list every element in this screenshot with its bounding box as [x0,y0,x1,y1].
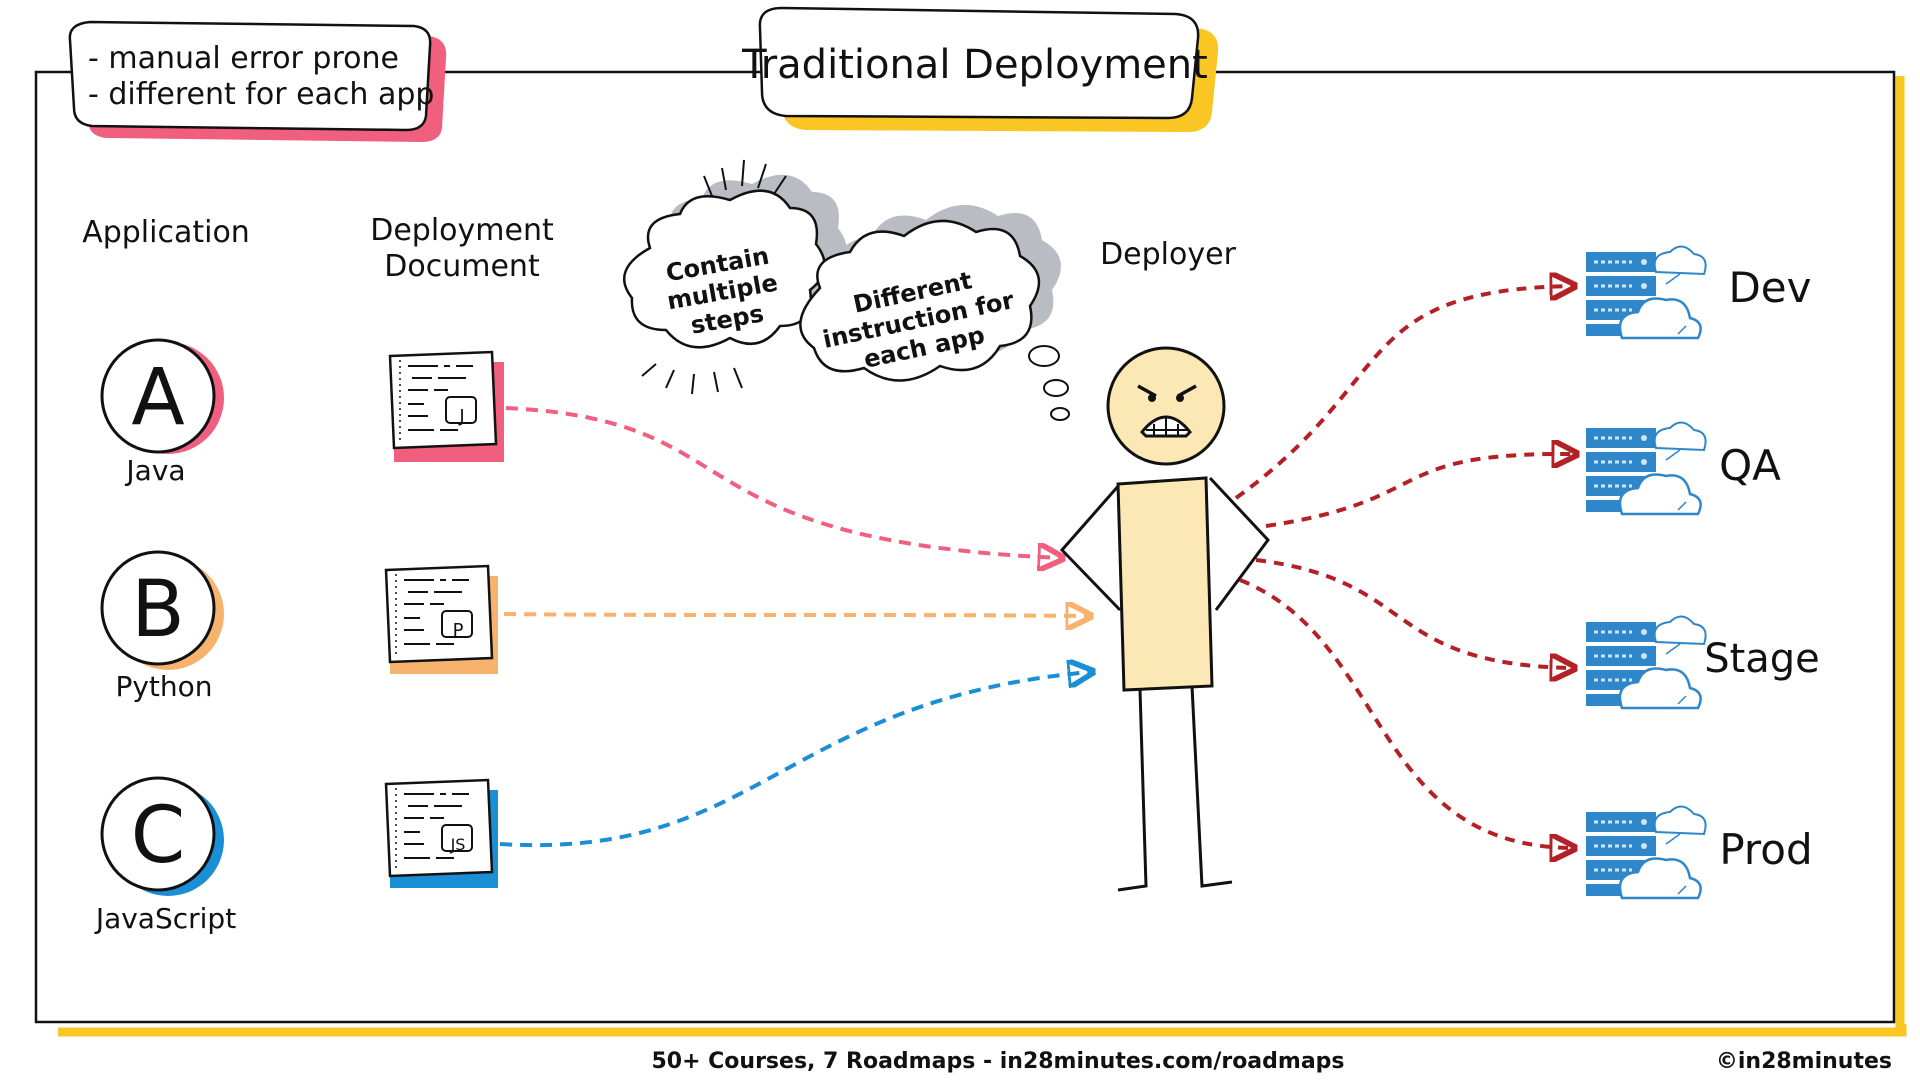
server-icon [1584,804,1708,900]
arrow-to-dev [1234,286,1572,500]
env-dev: Dev [1584,244,1812,340]
doc-javascript: JS [379,778,498,888]
env-stage-label: Stage [1704,636,1820,682]
page-title: Traditional Deployment [741,42,1208,88]
env-prod-label: Prod [1719,825,1812,874]
app-a: A Java [100,338,224,487]
app-c-letter: C [131,791,185,881]
app-b-name: Python [115,670,212,703]
doc-javascript-badge: JS [450,835,466,854]
env-stage: Stage [1584,614,1820,710]
env-qa: QA [1584,420,1781,516]
notes-box: - manual error prone - different for eac… [68,20,447,142]
header-deployment-doc-1: Deployment [370,213,554,248]
app-a-name: Java [124,454,185,487]
arrow-to-prod [1239,578,1572,848]
app-c: C JavaScript [94,776,236,935]
env-qa-label: QA [1719,441,1781,490]
thought-cloud-steps: Contain multiple steps [622,159,847,395]
doc-java: J [383,350,504,462]
title-box: Traditional Deployment [741,6,1219,132]
header-deployer: Deployer [1100,237,1237,272]
header-application: Application [82,215,250,250]
server-icon [1584,614,1708,710]
footer-tagline: 50+ Courses, 7 Roadmaps - in28minutes.co… [651,1049,1344,1074]
deployer-figure [1059,346,1270,892]
note-line-1: - manual error prone [88,41,399,76]
note-line-2: - different for each app [88,77,434,112]
env-dev-label: Dev [1728,263,1811,312]
server-icon [1584,420,1708,516]
app-c-name: JavaScript [94,902,236,935]
header-deployment-doc-2: Document [384,249,540,284]
arrow-java-to-deployer [505,406,1060,558]
app-b: B Python [100,550,224,703]
server-icon [1584,244,1708,340]
env-prod: Prod [1584,804,1813,900]
thought-cloud-instructions: Different instruction for each app [799,204,1070,421]
doc-java-badge: J [458,406,464,427]
doc-python-badge: P [453,620,464,641]
arrow-python-to-deployer [503,614,1088,616]
arrow-javascript-to-deployer [499,672,1090,848]
doc-python: P [379,564,498,674]
arrow-to-stage [1255,558,1572,668]
app-b-letter: B [131,565,185,655]
arrow-to-qa [1265,454,1574,528]
footer-copyright: ©in28minutes [1716,1049,1892,1074]
app-a-letter: A [131,353,184,443]
main-frame [34,70,1907,1037]
